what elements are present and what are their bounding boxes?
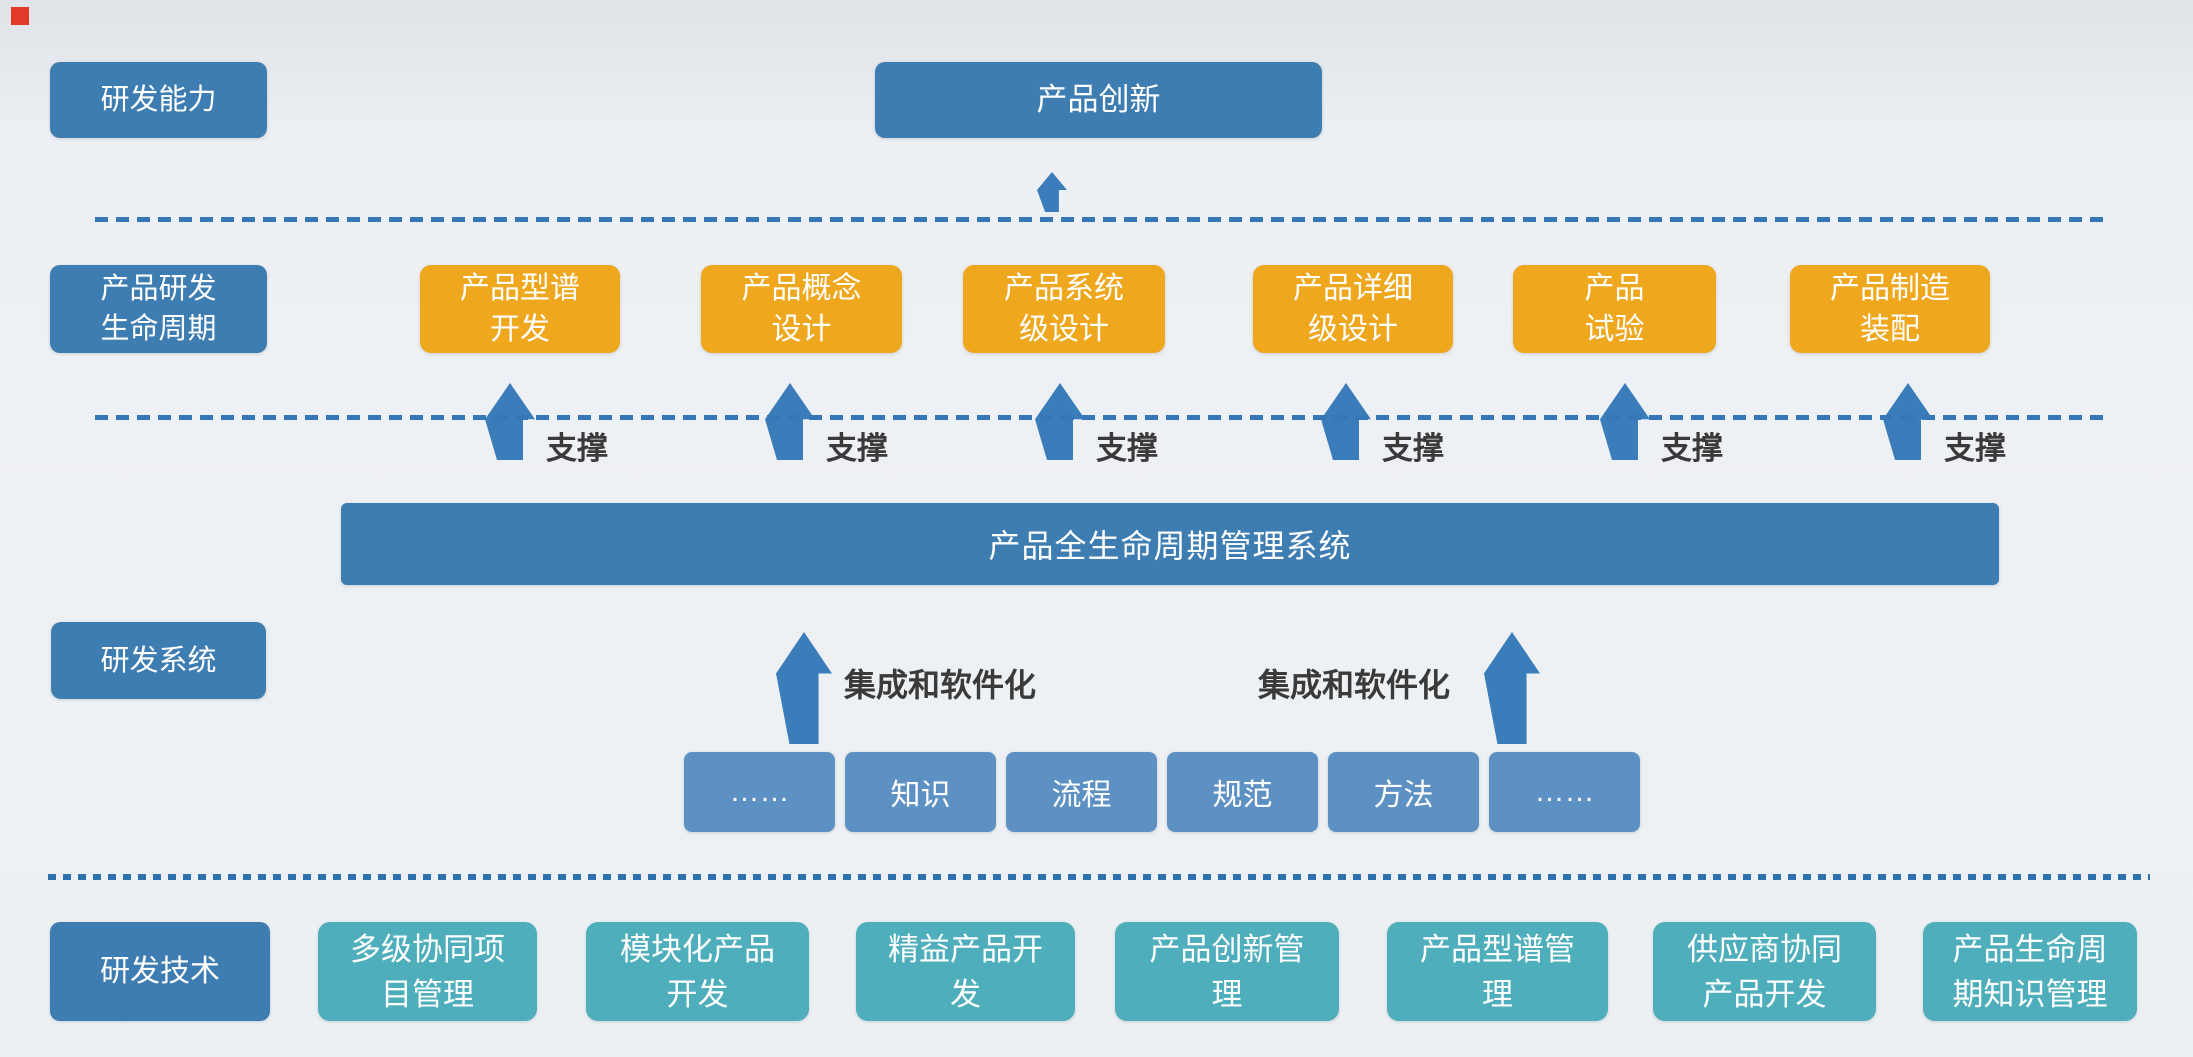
- tech-box-product-innovation-management: 产品创新管 理: [1115, 922, 1339, 1021]
- support-arrow-icon: [1883, 383, 1933, 460]
- integration-arrow-icon: [1484, 632, 1540, 744]
- tech-box-modular-product-development: 模块化产品 开发: [586, 922, 809, 1021]
- element-box-standard: 规范: [1167, 752, 1318, 832]
- tech-box-multilevel-project-management: 多级协同项 目管理: [318, 922, 537, 1021]
- phase-box-manufacturing-assembly: 产品制造 装配: [1790, 265, 1990, 353]
- element-box-ellipsis: ……: [684, 752, 835, 832]
- red-marker-icon: [11, 7, 29, 25]
- support-arrow-icon: [485, 383, 535, 460]
- phase-box-testing: 产品 试验: [1513, 265, 1716, 353]
- integration-label: 集成和软件化: [844, 667, 1037, 703]
- phase-box-detailed-design: 产品详细 级设计: [1253, 265, 1453, 353]
- side-label-rnd-system: 研发系统: [51, 622, 266, 699]
- side-label-rnd-capability: 研发能力: [50, 62, 267, 138]
- support-arrow-icon: [1321, 383, 1371, 460]
- tech-box-lifecycle-knowledge-management: 产品生命周 期知识管理: [1923, 922, 2137, 1021]
- plm-system-bar: 产品全生命周期管理系统: [341, 503, 1999, 585]
- dashed-divider-middle: [95, 415, 2105, 420]
- support-label: 支撑: [1661, 431, 1723, 466]
- arrow-up-icon: [1037, 172, 1067, 212]
- product-innovation-box: 产品创新: [875, 62, 1322, 138]
- support-label: 支撑: [1944, 431, 2006, 466]
- support-label: 支撑: [1382, 431, 1444, 466]
- dashed-divider-top: [95, 217, 2105, 222]
- element-box-process: 流程: [1006, 752, 1157, 832]
- integration-label: 集成和软件化: [1258, 667, 1451, 703]
- phase-box-spectrum-development: 产品型谱 开发: [420, 265, 620, 353]
- element-box-method: 方法: [1328, 752, 1479, 832]
- dotted-divider-bottom: [48, 874, 2150, 880]
- phase-box-concept-design: 产品概念 设计: [701, 265, 902, 353]
- support-arrow-icon: [1035, 383, 1085, 460]
- tech-box-lean-product-development: 精益产品开 发: [856, 922, 1075, 1021]
- support-label: 支撑: [546, 431, 608, 466]
- side-label-lifecycle: 产品研发 生命周期: [50, 265, 267, 353]
- element-box-ellipsis: ……: [1489, 752, 1640, 832]
- phase-box-system-design: 产品系统 级设计: [963, 265, 1165, 353]
- tech-box-supplier-collaborative-development: 供应商协同 产品开发: [1653, 922, 1876, 1021]
- integration-arrow-icon: [776, 632, 832, 744]
- side-label-rnd-technology: 研发技术: [50, 922, 270, 1021]
- support-label: 支撑: [1096, 431, 1158, 466]
- tech-box-product-spectrum-management: 产品型谱管 理: [1387, 922, 1608, 1021]
- support-arrow-icon: [765, 383, 815, 460]
- support-label: 支撑: [826, 431, 888, 466]
- support-arrow-icon: [1600, 383, 1650, 460]
- element-box-knowledge: 知识: [845, 752, 996, 832]
